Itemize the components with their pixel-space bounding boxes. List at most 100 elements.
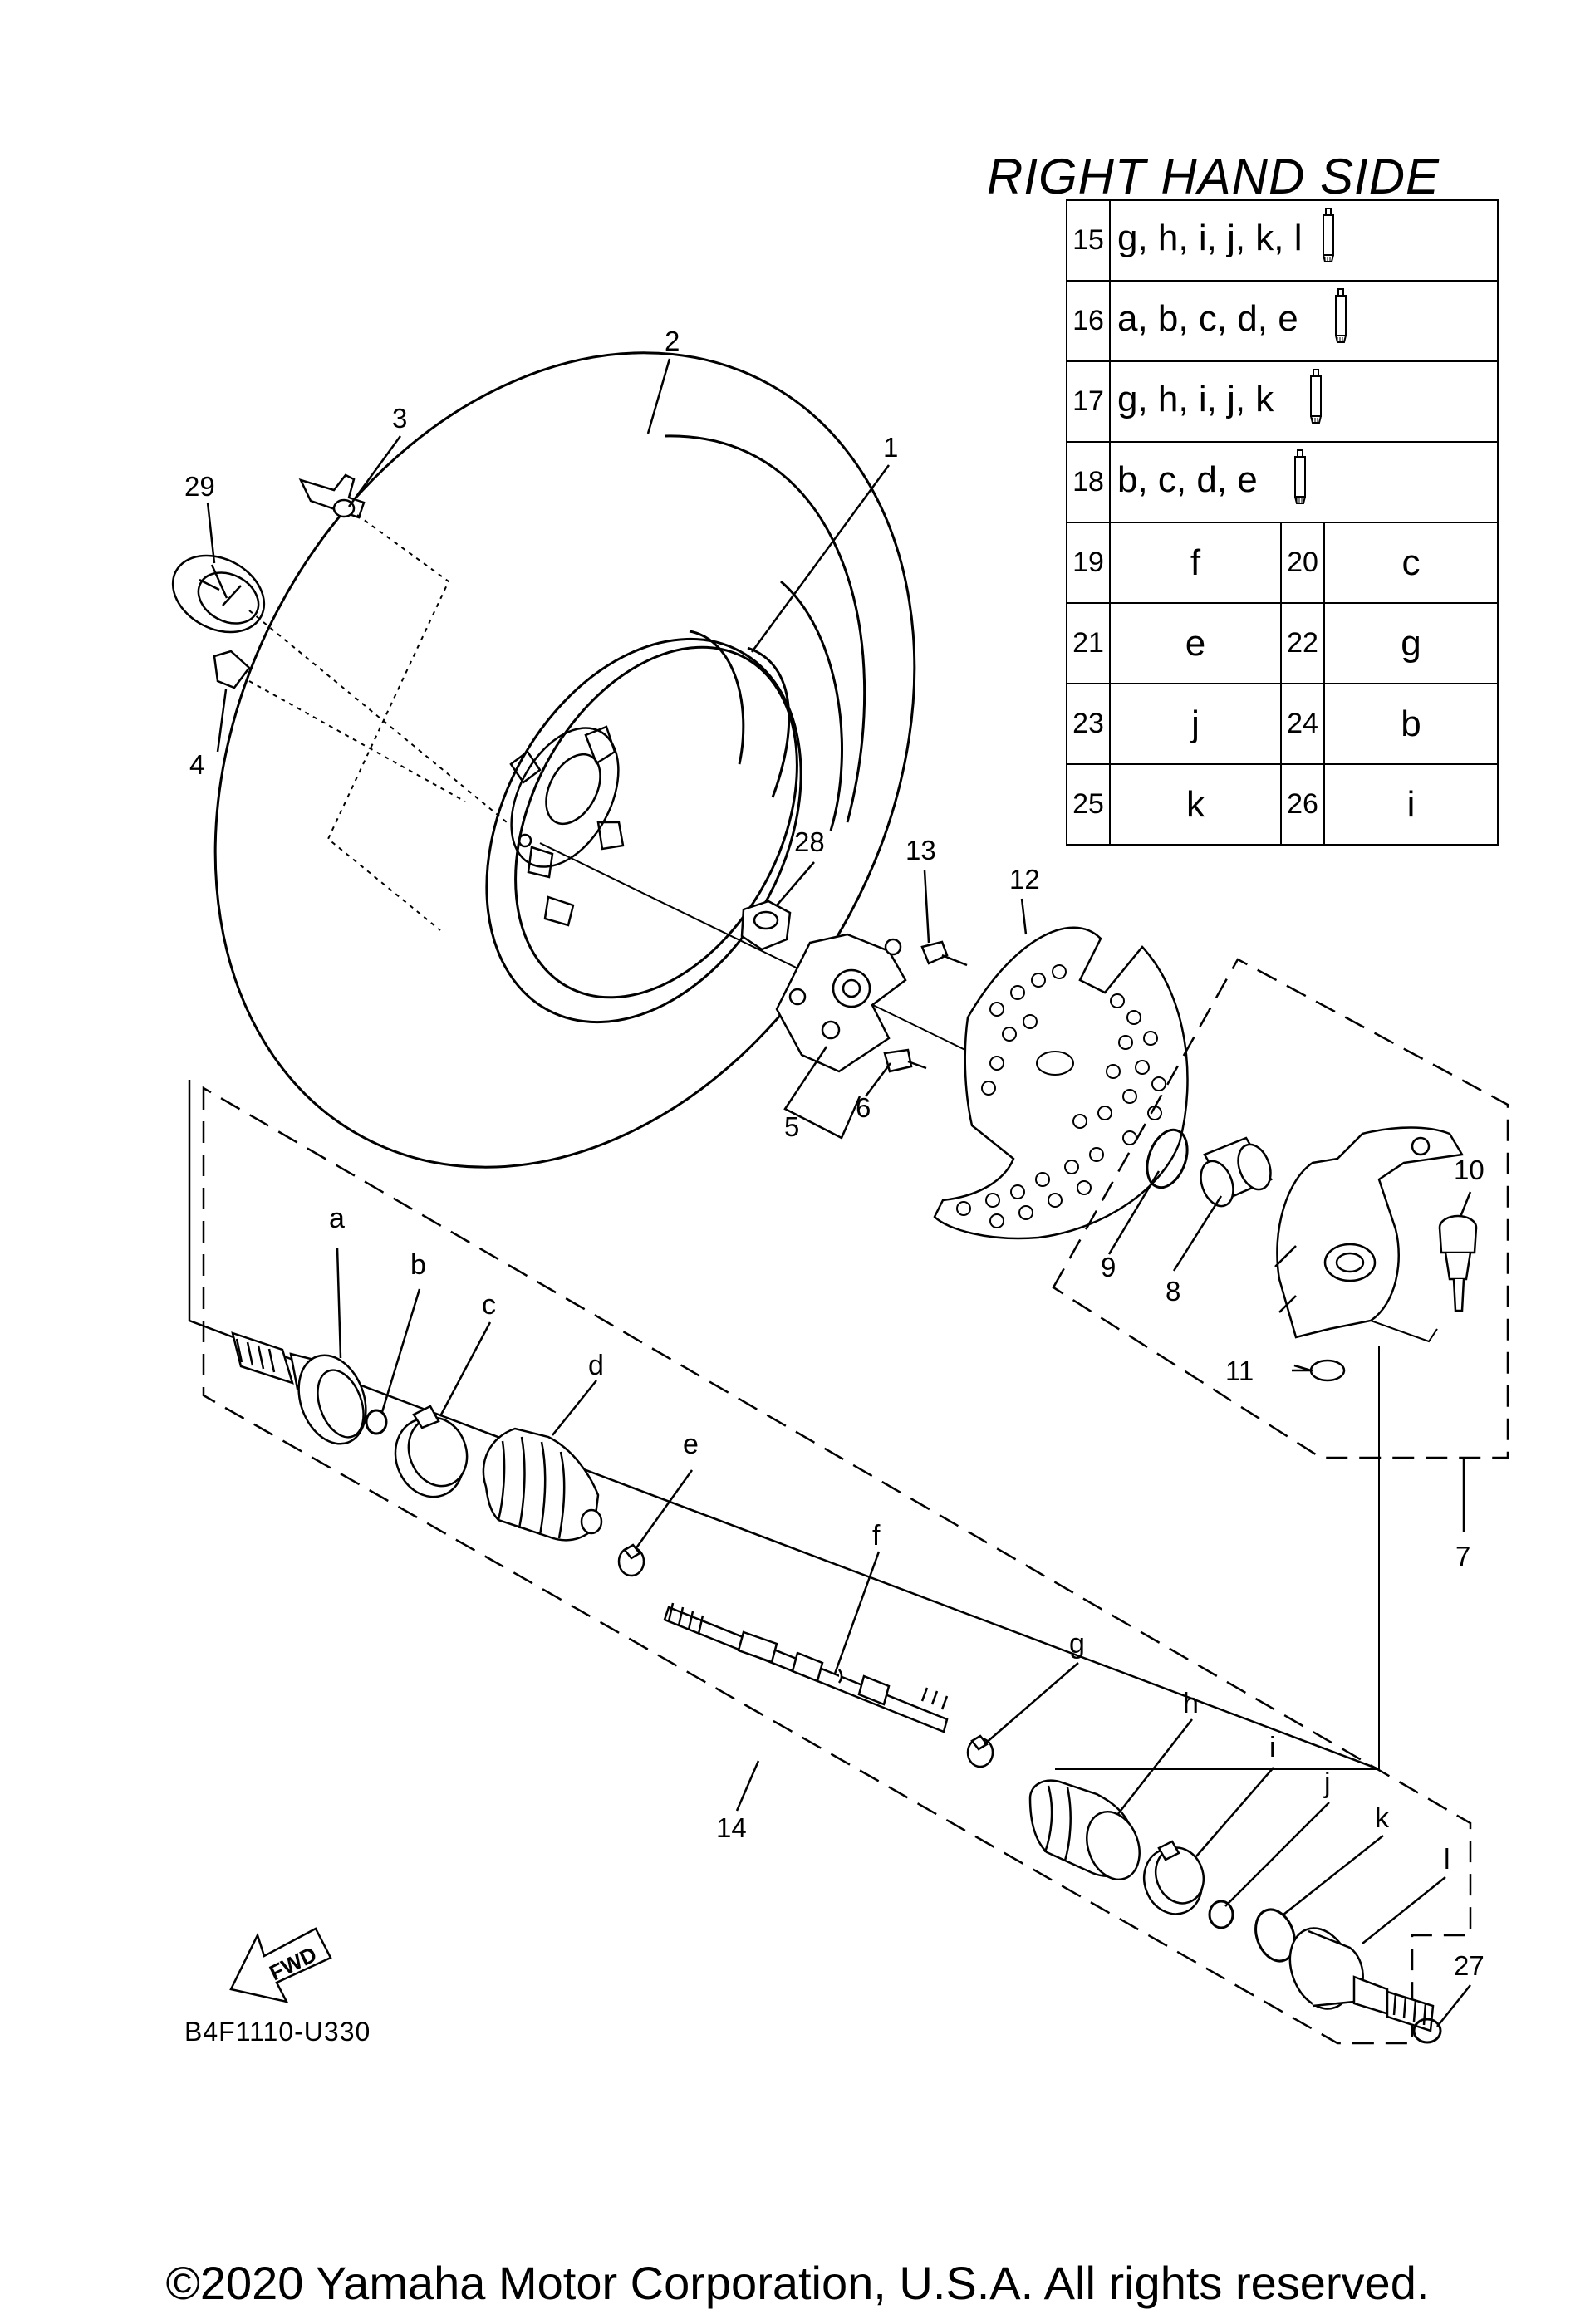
callout-28: 28 xyxy=(794,826,825,857)
callout-27: 27 xyxy=(1454,1950,1485,1981)
row-number: 15 xyxy=(1066,199,1111,282)
table-title: RIGHT HAND SIDE xyxy=(987,149,1440,204)
callout-2: 2 xyxy=(665,326,680,356)
fwd-arrow-icon: FWD xyxy=(229,1927,332,2003)
callout-9: 9 xyxy=(1101,1252,1116,1282)
callout-6: 6 xyxy=(856,1092,871,1123)
grease-tube-icon xyxy=(1291,449,1309,516)
table-row: 23 j 24 b xyxy=(1066,683,1499,765)
callout-a: a xyxy=(329,1203,345,1234)
callout-i: i xyxy=(1269,1732,1276,1763)
row-value: i xyxy=(1323,763,1499,846)
diagram-code: B4F1110-U330 xyxy=(184,2017,371,2047)
table-row: 19 f 20 c xyxy=(1066,522,1499,604)
row-number: 25 xyxy=(1066,763,1111,846)
row-value: b xyxy=(1323,683,1499,765)
row-letters: b, c, d, e xyxy=(1108,441,1499,523)
copyright-notice: ©2020 Yamaha Motor Corporation, U.S.A. A… xyxy=(165,2257,1430,2309)
callout-d: d xyxy=(588,1350,604,1381)
callout-4: 4 xyxy=(189,749,204,780)
row-number: 26 xyxy=(1280,763,1325,846)
valve-cap xyxy=(213,650,251,689)
row-number: 20 xyxy=(1280,522,1325,604)
grease-tube-icon xyxy=(1319,207,1337,274)
hub-nut xyxy=(740,900,792,951)
drive-shaft-bracket xyxy=(188,1080,1380,1771)
callout-14: 14 xyxy=(716,1812,747,1843)
callout-7: 7 xyxy=(1455,1541,1470,1571)
callout-29: 29 xyxy=(184,471,215,502)
table-row: 16 a, b, c, d, e xyxy=(1066,280,1499,362)
callout-h: h xyxy=(1183,1688,1199,1719)
knuckle-leader-lines xyxy=(1055,1320,1438,1770)
row-value: k xyxy=(1109,763,1282,846)
row-number: 21 xyxy=(1066,602,1111,684)
table-row: 21 e 22 g xyxy=(1066,602,1499,684)
callout-e: e xyxy=(683,1429,699,1460)
hub-stud xyxy=(883,1048,927,1073)
row-number: 16 xyxy=(1066,280,1111,362)
callout-5: 5 xyxy=(784,1111,799,1142)
callout-13: 13 xyxy=(905,835,936,865)
row-number: 17 xyxy=(1066,360,1111,443)
row-number: 22 xyxy=(1280,602,1325,684)
ball-joint xyxy=(1438,1214,1478,1312)
boot-band-small xyxy=(617,1543,645,1577)
lubrication-spec-table: 15 g, h, i, j, k, l 16 a, b, c, d, e 17 … xyxy=(1066,199,1499,846)
row-number: 23 xyxy=(1066,683,1111,765)
circlip xyxy=(1146,1128,1189,1189)
wheel-bearing xyxy=(1200,1136,1273,1208)
brake-disc-holes xyxy=(956,964,1166,1228)
row-number: 19 xyxy=(1066,522,1111,604)
hub-cap xyxy=(171,554,266,634)
valve-stem xyxy=(298,473,366,519)
tire xyxy=(213,351,916,1169)
callout-12: 12 xyxy=(1009,864,1040,895)
cv-boot-inner xyxy=(1028,1779,1141,1881)
outer-cv-joint xyxy=(231,1331,367,1445)
row-number: 18 xyxy=(1066,441,1111,523)
callout-1: 1 xyxy=(883,432,898,463)
cv-circlip xyxy=(365,1409,388,1435)
row-value: j xyxy=(1109,683,1282,765)
grease-tube-icon xyxy=(1332,287,1350,355)
table-row: 18 b, c, d, e xyxy=(1066,441,1499,523)
drive-shaft xyxy=(663,1602,949,1733)
callout-j: j xyxy=(1323,1768,1331,1799)
row-letters: g, h, i, j, k xyxy=(1108,360,1499,443)
callout-8: 8 xyxy=(1166,1276,1180,1307)
shaft-circlip xyxy=(1412,2018,1442,2044)
inner-circlip xyxy=(1208,1900,1234,1929)
drive-shaft-outline xyxy=(202,1086,1472,2045)
callout-f: f xyxy=(872,1520,881,1552)
brake-disc xyxy=(933,926,1189,1240)
callout-10: 10 xyxy=(1454,1155,1485,1185)
row-value: f xyxy=(1109,522,1282,604)
cv-boot-outer xyxy=(482,1427,603,1542)
row-value: c xyxy=(1323,522,1499,604)
wheel-hub-flange xyxy=(775,933,907,1073)
callout-c: c xyxy=(482,1289,496,1321)
guide-lines-dotted xyxy=(248,514,508,931)
callout-k: k xyxy=(1375,1802,1390,1834)
row-value: e xyxy=(1109,602,1282,684)
wheel-rim xyxy=(485,630,802,1024)
callout-b: b xyxy=(410,1249,426,1281)
callout-11: 11 xyxy=(1225,1356,1254,1386)
row-number: 24 xyxy=(1280,683,1325,765)
o-ring xyxy=(1254,1908,1296,1963)
callout-l: l xyxy=(1444,1844,1450,1875)
row-letters: g, h, i, j, k, l xyxy=(1108,199,1499,282)
row-letters: a, b, c, d, e xyxy=(1108,280,1499,362)
boot-band-large xyxy=(394,1405,469,1498)
row-value: g xyxy=(1323,602,1499,684)
table-row: 17 g, h, i, j, k xyxy=(1066,360,1499,443)
knuckle-group-outline xyxy=(1052,958,1509,1459)
callout-g: g xyxy=(1069,1628,1085,1660)
callout-leader-lines xyxy=(206,358,1472,2027)
wheel-hub-center xyxy=(509,725,625,927)
brake-disc-bolt xyxy=(920,940,968,967)
inner-cv-joint xyxy=(1288,1927,1435,2032)
table-row: 15 g, h, i, j, k, l xyxy=(1066,199,1499,282)
